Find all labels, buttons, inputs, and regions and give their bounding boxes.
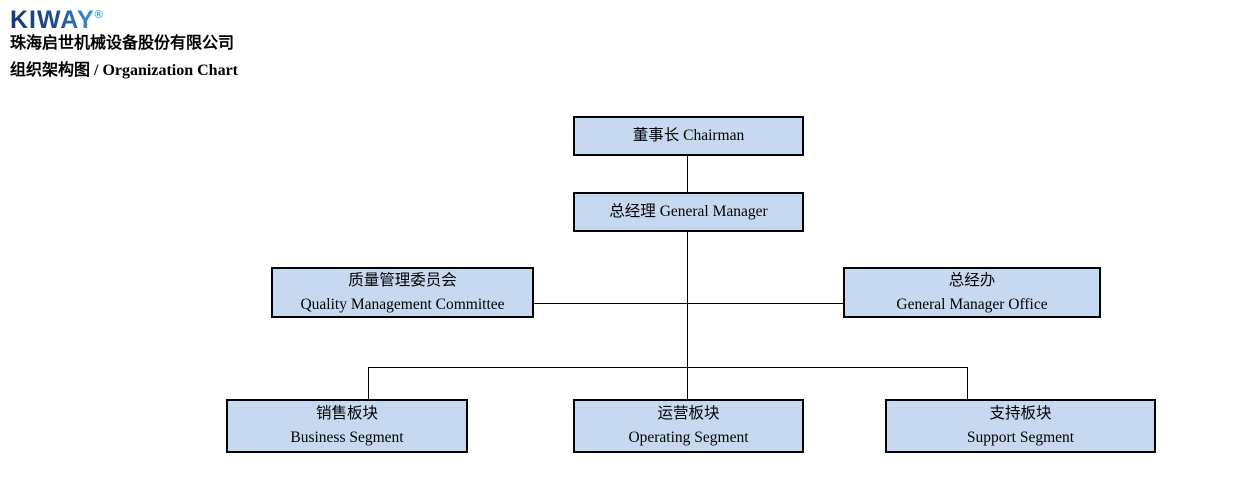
org-node-gm-label: 总经理 General Manager: [609, 200, 767, 224]
registered-trademark-symbol: ®: [94, 9, 103, 21]
chairman-label-en: Chairman: [683, 127, 745, 144]
company-name: 珠海启世机械设备股份有限公司: [10, 35, 235, 52]
quality-committee-label-en: Quality Management Committee: [300, 295, 505, 313]
connector-committee-horizontal: [534, 303, 843, 304]
support-segment-label-en: Support Segment: [966, 429, 1075, 446]
business-segment-label-zh: 销售板块: [315, 405, 378, 422]
org-node-chairman: 董事长 Chairman: [573, 116, 804, 156]
connector-drop-business: [368, 367, 369, 399]
gm-label-zh: 总经理: [609, 203, 656, 220]
chairman-label-zh: 董事长: [632, 127, 680, 144]
org-node-business-segment: 销售板块 Business Segment: [226, 399, 468, 453]
connector-chairman-to-gm: [687, 156, 688, 192]
support-segment-label-zh: 支持板块: [989, 405, 1052, 422]
gm-office-label-zh: 总经办: [948, 271, 996, 289]
chart-title: 组织架构图 / Organization Chart: [10, 62, 238, 79]
operating-segment-label-en: Operating Segment: [628, 429, 749, 446]
business-segment-label-en: Business Segment: [290, 429, 404, 446]
connector-segments-horizontal: [368, 367, 968, 368]
org-node-gm-office: 总经办 General Manager Office: [843, 267, 1101, 318]
org-node-quality-committee: 质量管理委员会 Quality Management Committee: [271, 267, 534, 318]
gm-office-label-en: General Manager Office: [896, 295, 1048, 313]
kiway-logo-text: KIWAY: [10, 6, 95, 34]
org-node-operating-segment: 运营板块 Operating Segment: [573, 399, 804, 453]
operating-segment-label-zh: 运营板块: [657, 405, 720, 422]
org-node-chairman-label: 董事长 Chairman: [633, 124, 745, 148]
org-node-general-manager: 总经理 General Manager: [573, 192, 804, 232]
kiway-logo: KIWAY®: [10, 2, 103, 33]
gm-label-en: General Manager: [659, 203, 768, 220]
org-node-support-segment: 支持板块 Support Segment: [885, 399, 1156, 453]
quality-committee-label-zh: 质量管理委员会: [348, 271, 457, 289]
connector-center-vertical: [687, 232, 688, 399]
connector-drop-support: [967, 367, 968, 399]
